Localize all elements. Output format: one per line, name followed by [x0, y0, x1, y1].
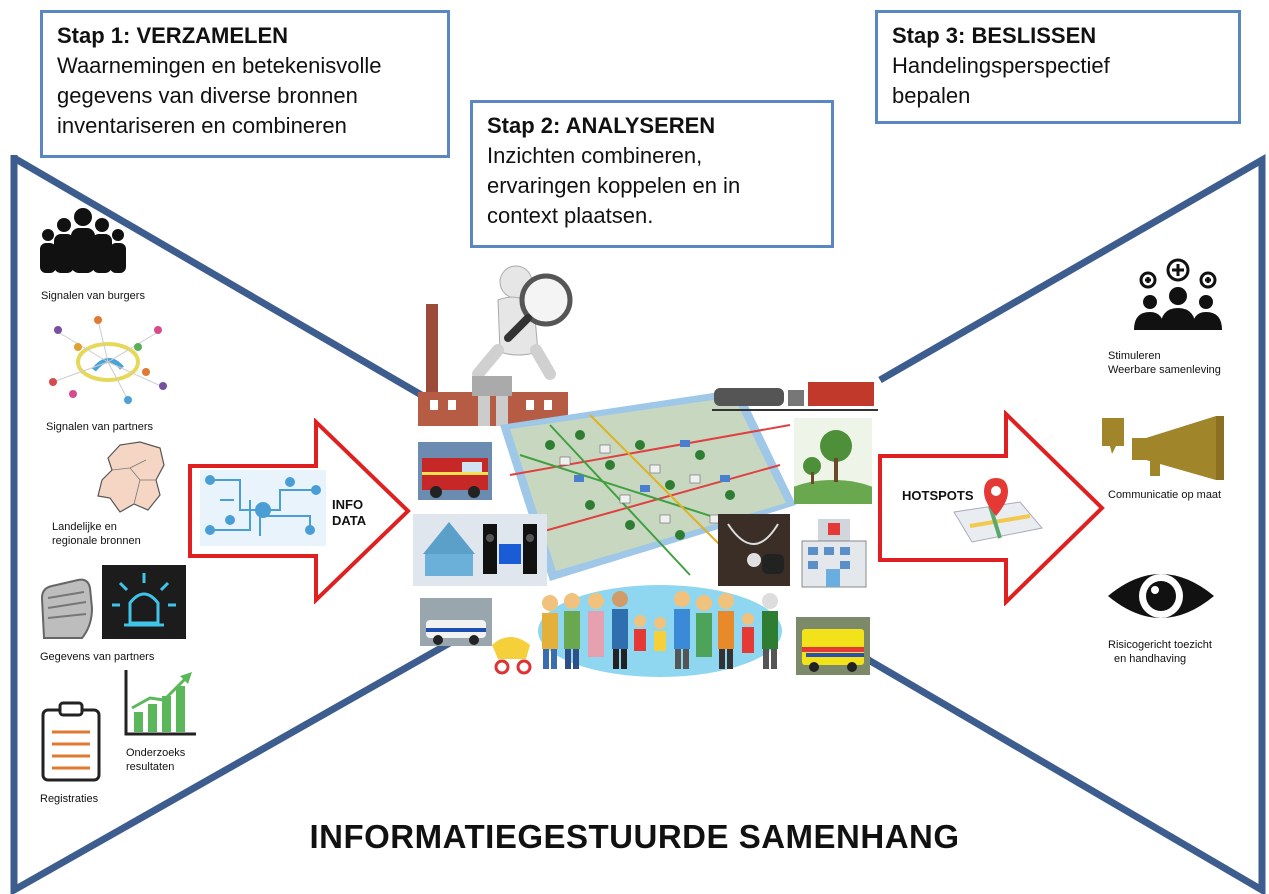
- data-label: DATA: [332, 513, 367, 528]
- step-1-title: Stap 1: VERZAMELEN: [57, 23, 289, 48]
- step-2-line-2: ervaringen koppelen en in: [487, 173, 741, 198]
- step-2-line-1: Inzichten combineren,: [487, 143, 703, 168]
- jewelry-theft-image: [718, 514, 790, 586]
- ambulance-image: [796, 617, 870, 675]
- step-2-title: Stap 2: ANALYSEREN: [487, 113, 716, 138]
- label-onderzoek-1: Onderzoeks: [126, 747, 186, 759]
- analyst-magnifier-figure: [472, 265, 573, 380]
- label-onderzoek-2: resultaten: [126, 761, 175, 773]
- step-3-box: Stap 3: BESLISSEN Handelingsperspectief …: [875, 10, 1241, 124]
- label-risico-2: en handhaving: [1114, 653, 1187, 665]
- step-1-line-2: gegevens van diverse bronnen: [57, 83, 358, 108]
- map-pin-icon: [953, 478, 1043, 543]
- community-stimulate-icon: [1134, 258, 1222, 330]
- clipboard-icon: [41, 701, 101, 782]
- label-registraties: Registraties: [40, 793, 99, 805]
- step-1-line-3: inventariseren en combineren: [57, 113, 347, 138]
- label-communicatie: Communicatie op maat: [1108, 489, 1222, 501]
- city-3d-map: [500, 389, 796, 581]
- nature-hill-image: [794, 418, 872, 504]
- label-burgers: Signalen van burgers: [41, 290, 145, 302]
- main-title: INFORMATIEGESTUURDE SAMENHANG: [309, 818, 960, 855]
- hospital-image: [798, 513, 870, 591]
- siren-alarm-icon: [102, 565, 186, 639]
- label-gegevens: Gegevens van partners: [40, 651, 155, 663]
- step-1-box: Stap 1: VERZAMELEN Waarnemingen en betek…: [40, 10, 450, 158]
- step-3-line-2: bepalen: [892, 83, 971, 108]
- citizens-group-icon: [40, 208, 126, 273]
- step-2-line-3: context plaatsen.: [487, 203, 654, 228]
- step-3-title: Stap 3: BESLISSEN: [892, 23, 1097, 48]
- label-risico-1: Risicogericht toezicht: [1108, 639, 1212, 651]
- partner-network-icon: [49, 316, 167, 404]
- growth-chart-icon: [124, 670, 196, 736]
- label-landelijk-2: regionale bronnen: [52, 535, 141, 547]
- hotspots-label: HOTSPOTS: [902, 488, 974, 503]
- data-network-image: [200, 470, 326, 546]
- step-1-line-1: Waarnemingen en betekenisvolle: [57, 53, 382, 78]
- netherlands-map-icon: [97, 441, 165, 513]
- label-stimuleren-2: Weerbare samenleving: [1108, 364, 1221, 376]
- hand-stop-icon: [40, 578, 94, 639]
- festival-stage-image: [413, 514, 547, 586]
- families-crowd-image: [492, 585, 782, 677]
- step-2-box: Stap 2: ANALYSEREN Inzichten combineren,…: [470, 100, 834, 248]
- label-stimuleren-1: Stimuleren: [1108, 350, 1161, 362]
- firetruck-image: [418, 442, 492, 500]
- label-partners: Signalen van partners: [46, 421, 154, 433]
- step-3-line-1: Handelingsperspectief: [892, 53, 1110, 78]
- info-label: INFO: [332, 497, 364, 512]
- police-car-image: [420, 598, 492, 646]
- megaphone-icon: [1102, 416, 1224, 480]
- label-landelijk-1: Landelijke en: [52, 521, 117, 533]
- eye-icon: [1108, 574, 1214, 618]
- train-image: [712, 382, 878, 411]
